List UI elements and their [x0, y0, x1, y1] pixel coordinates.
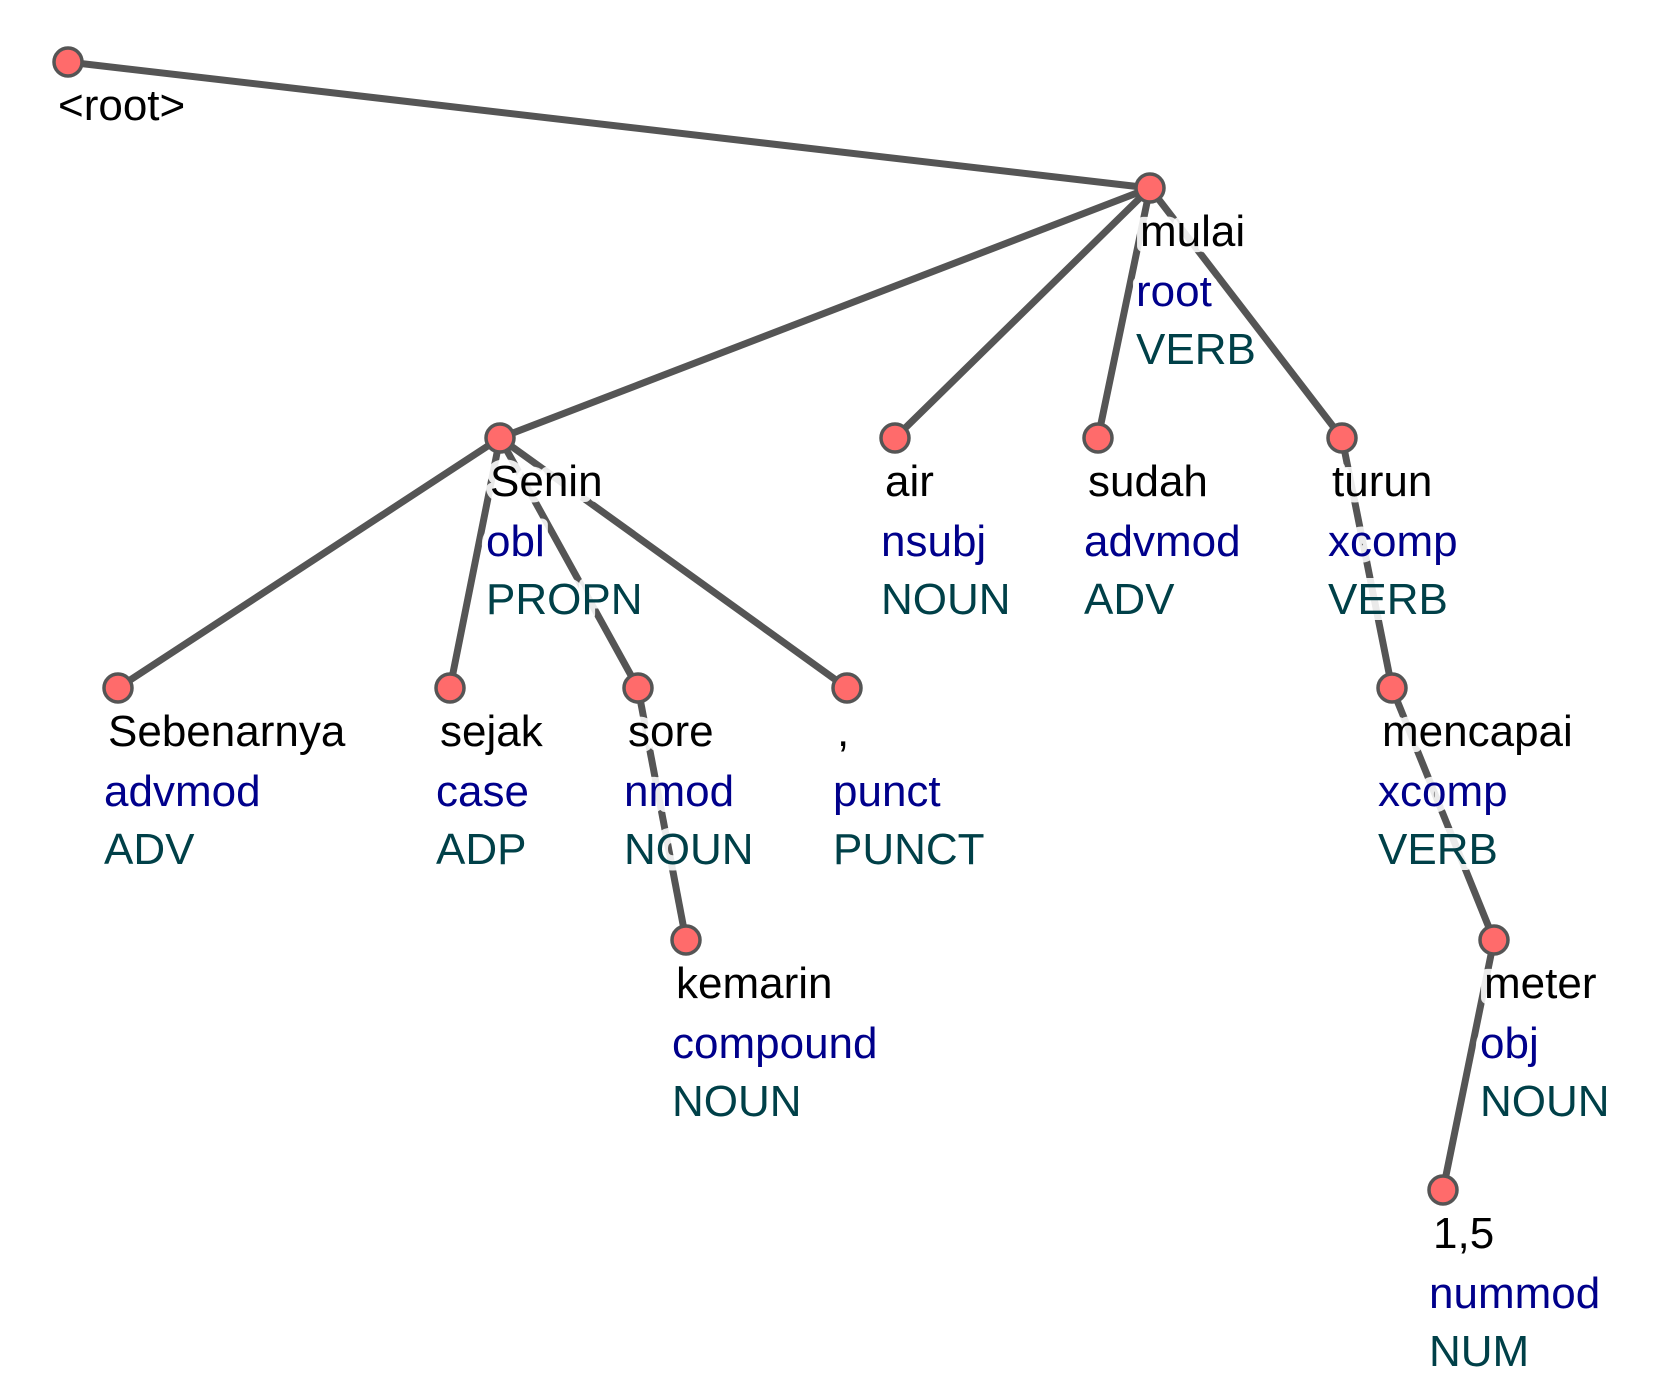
node-meter-word: meter — [1484, 959, 1596, 1008]
node-sore-dot — [622, 672, 654, 704]
node-meter-pos-tag: NOUN — [1480, 1077, 1610, 1126]
edge-senin-sebenarnya — [116, 435, 502, 691]
node-mencapai-dot — [1376, 672, 1408, 704]
node-kemarin-word: kemarin — [676, 959, 833, 1008]
node-mencapai-relation: xcomp — [1378, 767, 1508, 816]
node-senin-word: Senin — [490, 457, 603, 506]
node-senin-dot — [484, 422, 516, 454]
edge-meter-num — [1439, 939, 1498, 1191]
edge-senin-sejak — [446, 437, 504, 689]
node-sudah-word: sudah — [1088, 457, 1208, 506]
node-sejak-word: sejak — [440, 707, 544, 756]
node-mulai-pos-tag: VERB — [1136, 325, 1256, 374]
nodes-layer — [52, 46, 1510, 1206]
node-kemarin-pos-tag: NOUN — [672, 1077, 802, 1126]
edge-sore-kemarin — [634, 687, 690, 941]
node-sore-word: sore — [628, 707, 714, 756]
node-sore-relation: nmod — [624, 767, 734, 816]
edge-senin-comma — [497, 435, 850, 691]
node-meter-dot — [1478, 924, 1510, 956]
node-sejak-relation: case — [436, 767, 529, 816]
edge-root-mulai — [67, 58, 1151, 192]
node-mulai-relation: root — [1136, 267, 1212, 316]
node-sejak-pos-tag: ADP — [436, 825, 526, 874]
node-mulai-word: mulai — [1140, 207, 1245, 256]
node-air-word: air — [885, 457, 934, 506]
node-turun-word: turun — [1332, 457, 1432, 506]
node-comma-pos-tag: PUNCT — [833, 825, 985, 874]
node-sudah-dot — [1082, 422, 1114, 454]
node-meter-relation: obj — [1480, 1019, 1539, 1068]
edge-mulai-senin — [498, 184, 1152, 442]
node-sore-pos-tag: NOUN — [624, 825, 754, 874]
node-sebenarnya-word: Sebenarnya — [108, 707, 346, 756]
node-senin-pos-tag: PROPN — [486, 575, 642, 624]
node-mencapai-pos-tag: VERB — [1378, 825, 1498, 874]
node-turun-dot — [1326, 422, 1358, 454]
node-comma-dot — [831, 672, 863, 704]
node-air-dot — [879, 422, 911, 454]
edge-mencapai-meter — [1388, 686, 1498, 942]
node-root-word: <root> — [58, 81, 185, 130]
node-turun-relation: xcomp — [1328, 517, 1458, 566]
node-mulai-dot — [1134, 172, 1166, 204]
node-sudah-relation: advmod — [1084, 517, 1241, 566]
node-num-pos-tag: NUM — [1429, 1327, 1529, 1376]
node-comma-relation: punct — [833, 767, 941, 816]
node-sebenarnya-pos-tag: ADV — [104, 825, 195, 874]
node-turun-pos-tag: VERB — [1328, 575, 1448, 624]
node-sebenarnya-dot — [102, 672, 134, 704]
node-num-dot — [1427, 1174, 1459, 1206]
edge-mulai-air — [892, 185, 1153, 441]
node-air-relation: nsubj — [881, 517, 986, 566]
node-num-relation: nummod — [1429, 1269, 1600, 1318]
node-root-dot — [52, 46, 84, 78]
node-sebenarnya-relation: advmod — [104, 767, 261, 816]
node-sudah-pos-tag: ADV — [1084, 575, 1175, 624]
node-kemarin-relation: compound — [672, 1019, 877, 1068]
node-num-word: 1,5 — [1433, 1209, 1494, 1258]
edge-mulai-sudah — [1094, 187, 1154, 439]
edge-mulai-turun — [1147, 185, 1345, 441]
node-kemarin-dot — [670, 924, 702, 956]
node-senin-relation: obl — [486, 517, 545, 566]
node-mencapai-word: mencapai — [1382, 707, 1573, 756]
edge-senin-sore — [496, 436, 642, 690]
node-sejak-dot — [434, 672, 466, 704]
edges-layer — [67, 58, 1498, 1191]
edge-turun-mencapai — [1338, 437, 1396, 689]
node-air-pos-tag: NOUN — [881, 575, 1011, 624]
node-comma-word: , — [837, 707, 849, 756]
